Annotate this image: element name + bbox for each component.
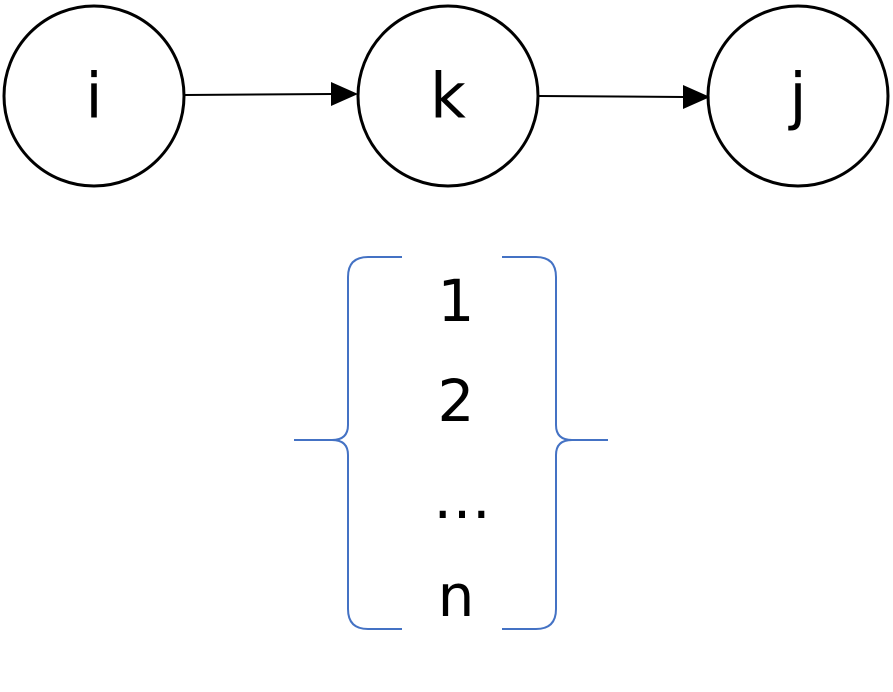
left-brace xyxy=(294,256,402,630)
edge-i-to-k xyxy=(184,82,358,106)
node-i: i xyxy=(2,4,186,188)
set-values-list: 1 2 … n xyxy=(433,267,491,630)
edge-i-k-arrowhead xyxy=(331,82,358,106)
node-j: j xyxy=(706,4,890,188)
set-value-n: n xyxy=(438,562,475,630)
edge-k-to-j xyxy=(538,85,710,109)
node-j-label: j xyxy=(787,60,806,133)
set-value-2: 2 xyxy=(438,367,475,435)
set-value-1: 1 xyxy=(438,267,475,335)
node-k-circle xyxy=(356,4,540,188)
node-j-circle xyxy=(706,4,890,188)
edge-k-j-line xyxy=(538,95,685,98)
node-k-label: k xyxy=(430,60,466,133)
right-brace xyxy=(502,256,608,630)
edge-i-k-line xyxy=(184,93,333,96)
node-i-label: i xyxy=(85,60,102,133)
set-value-ellipsis: … xyxy=(433,464,491,532)
edge-k-j-arrowhead xyxy=(683,85,710,109)
node-i-circle xyxy=(2,4,186,188)
node-k: k xyxy=(356,4,540,188)
